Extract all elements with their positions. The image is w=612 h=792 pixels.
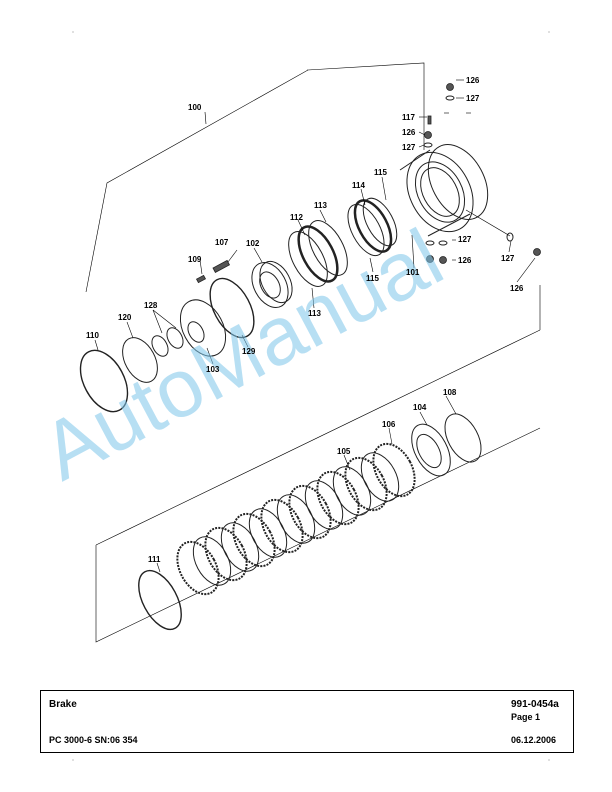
brake-disc-stack [176, 442, 416, 596]
callout-115-top: 115 [374, 168, 387, 177]
callout-115-bottom: 115 [366, 274, 379, 283]
spring-107-pin-109 [195, 259, 231, 284]
machine-model: PC 3000-6 SN:06 354 [49, 735, 138, 745]
leader-lines [94, 79, 536, 573]
o-ring-129 [209, 277, 255, 339]
callout-numbers: 100 126 127 117 126 127 115 114 113 112 … [86, 76, 524, 564]
callout-112: 112 [290, 213, 303, 222]
callout-110: 110 [86, 331, 99, 340]
o-ring-110 [79, 349, 129, 413]
callout-128: 128 [144, 301, 158, 310]
callout-127-top: 127 [466, 94, 480, 103]
callout-127-far: 127 [501, 254, 515, 263]
bolts-and-washers [423, 83, 541, 264]
callout-129: 129 [242, 347, 256, 356]
page-number: Page 1 [511, 712, 541, 722]
callout-117: 117 [402, 113, 415, 122]
seal-rings-112-113 [288, 220, 348, 287]
callout-103: 103 [206, 365, 220, 374]
callout-102: 102 [246, 239, 260, 248]
title-block: Brake 991-0454a Page 1 PC 3000-6 SN:06 3… [40, 690, 574, 753]
callout-105: 105 [337, 447, 351, 456]
o-ring-111 [138, 569, 182, 631]
callout-101: 101 [406, 268, 420, 277]
callout-100: 100 [188, 103, 202, 112]
corner-marks [72, 31, 550, 761]
callout-126-right: 126 [458, 256, 472, 265]
callout-126-far: 126 [510, 284, 524, 293]
plate-103 [179, 299, 227, 357]
lower-assembly-bracket [95, 285, 541, 643]
washers-128 [151, 327, 184, 357]
callout-113-bottom: 113 [308, 309, 321, 318]
snap-ring-120 [122, 337, 158, 383]
piston-102 [251, 260, 293, 308]
upper-assembly-bracket [85, 62, 425, 293]
callout-114: 114 [352, 181, 365, 190]
drawing-number: 991-0454a [511, 699, 559, 710]
callout-126-top: 126 [466, 76, 480, 85]
callout-107: 107 [215, 238, 229, 247]
end-plate-108 [444, 413, 482, 463]
callout-120: 120 [118, 313, 132, 322]
brake-housing-101 [399, 144, 489, 237]
callout-106: 106 [382, 420, 396, 429]
callout-126-mid: 126 [402, 128, 416, 137]
callout-109: 109 [188, 255, 202, 264]
callout-108: 108 [443, 388, 457, 397]
drawing-date: 06.12.2006 [511, 735, 557, 745]
callout-104: 104 [413, 403, 427, 412]
drawing-title: Brake [49, 699, 77, 710]
callout-127-right: 127 [458, 235, 472, 244]
callout-127-mid: 127 [402, 143, 416, 152]
callout-113-top: 113 [314, 201, 327, 210]
seal-rings-114-115 [347, 197, 398, 257]
plate-104 [411, 423, 451, 477]
callout-111: 111 [148, 555, 161, 564]
